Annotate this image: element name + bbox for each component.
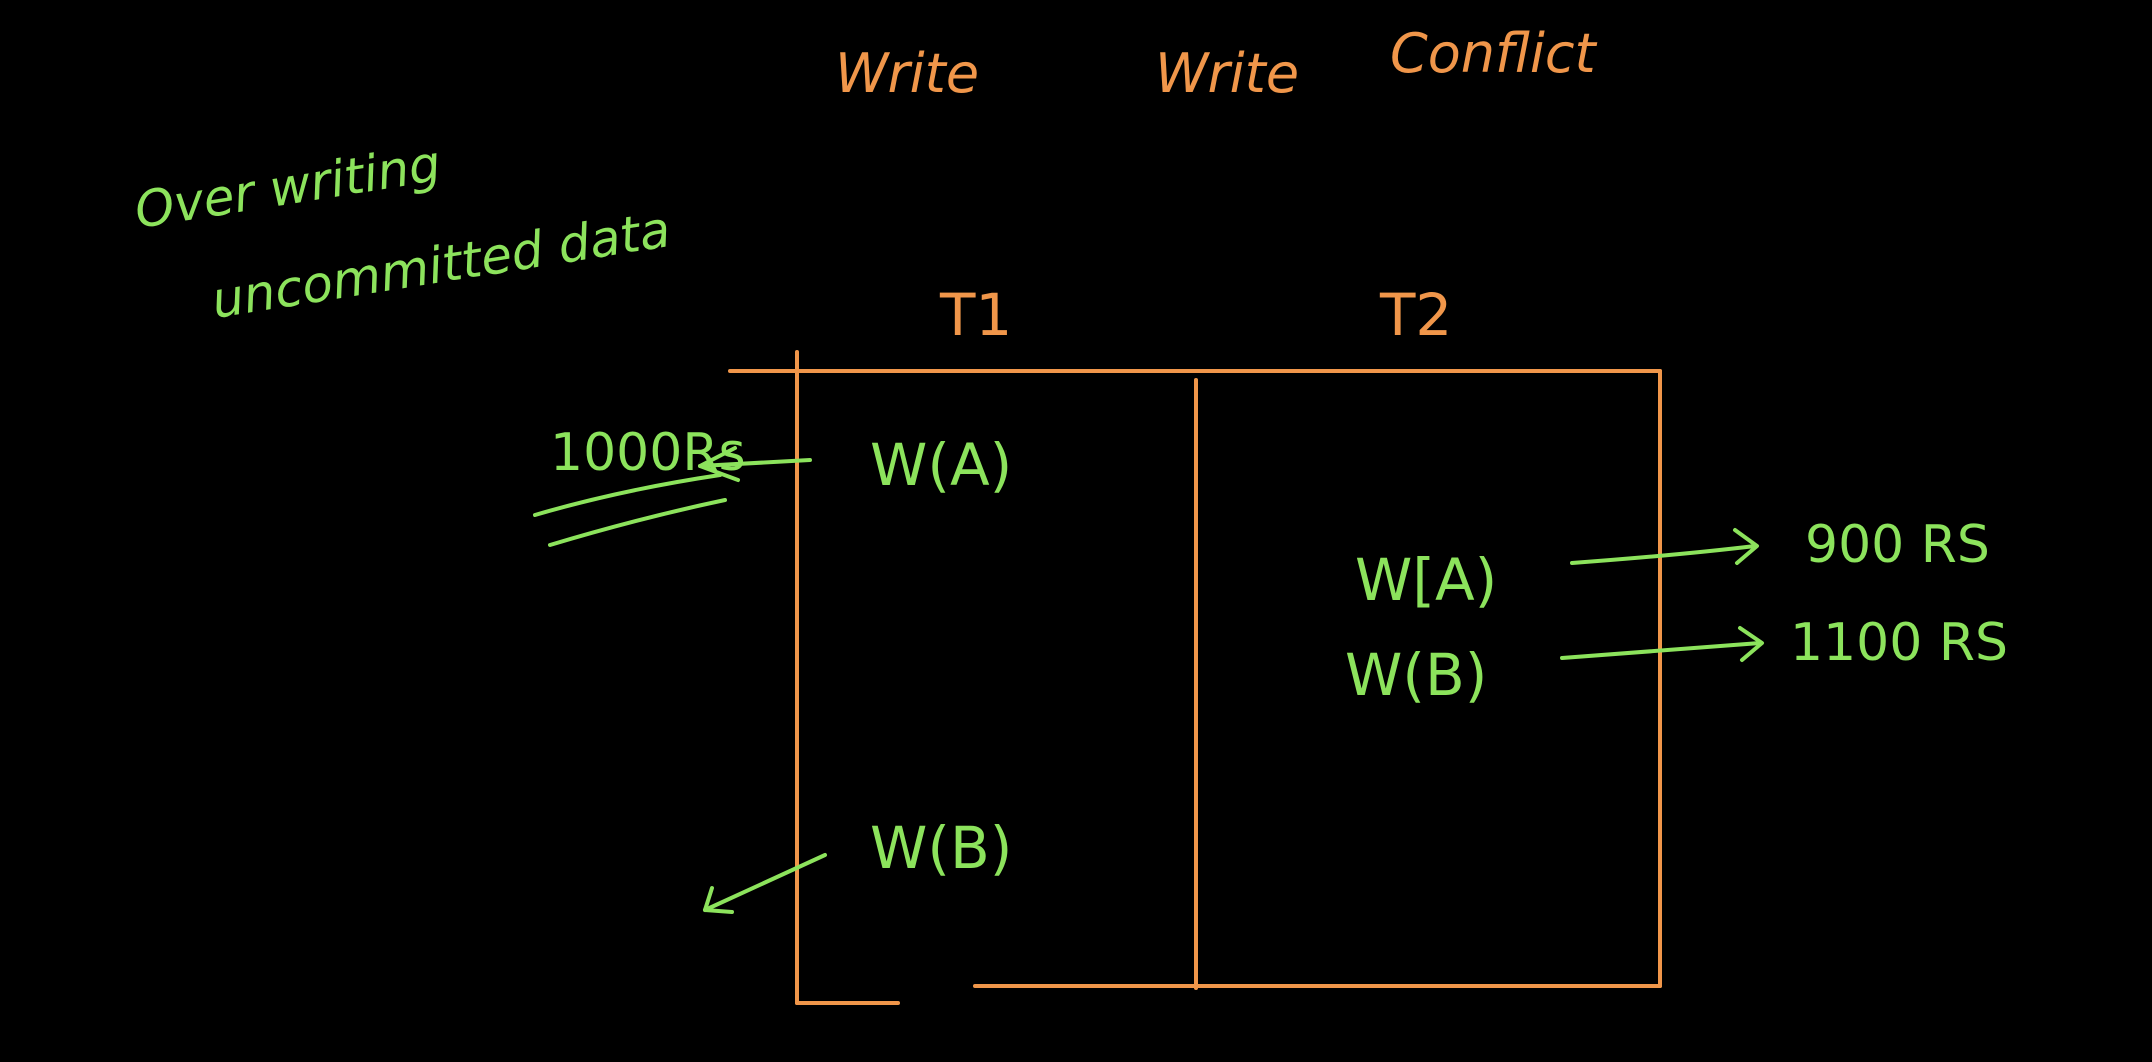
arrow-to-1100rs-icon (1560, 641, 1762, 660)
arrow-to-900rs-head-icon (1733, 528, 1759, 565)
transaction-headers: T1 T2 (939, 281, 1452, 349)
value-b-by-t2: 1100 RS (1790, 613, 2008, 673)
title-word-write-1: Write (835, 42, 979, 105)
side-note: Over writing uncommitted data (131, 134, 674, 330)
t2-write-b: W(B) (1345, 641, 1487, 709)
arrow-from-t1-wb-icon (703, 853, 827, 912)
t2-write-a: W[A) (1355, 546, 1497, 614)
note-line-2: uncommitted data (208, 200, 674, 330)
arrow-to-1000rs-head-icon (698, 446, 740, 482)
arrow-from-t1-wb-head-icon (703, 886, 734, 914)
t1-write-a: W(A) (870, 431, 1012, 499)
arrow-to-900rs-icon (1570, 544, 1757, 565)
underline-1000rs-2 (548, 498, 727, 547)
value-annotations: 1000Rs 900 RS 1100 RS (550, 423, 2008, 673)
arrow-to-1000rs-icon (698, 458, 812, 468)
diagram-title: Write Write Conflict (835, 22, 1598, 105)
green-markings (533, 446, 1764, 914)
title-word-conflict: Conflict (1390, 22, 1598, 85)
value-a-by-t1: 1000Rs (550, 423, 746, 483)
arrow-to-1100rs-head-icon (1738, 626, 1764, 662)
underline-1000rs-1 (533, 473, 722, 517)
t2-operations: W[A) W(B) (1345, 546, 1497, 709)
t1-write-b: W(B) (870, 814, 1012, 882)
title-word-write-2: Write (1155, 42, 1299, 105)
value-a-by-t2: 900 RS (1805, 515, 1990, 575)
t1-operations: W(A) W(B) (870, 431, 1012, 882)
transaction-t2-label: T2 (1379, 281, 1452, 349)
note-line-1: Over writing (131, 134, 445, 240)
transaction-t1-label: T1 (939, 281, 1012, 349)
